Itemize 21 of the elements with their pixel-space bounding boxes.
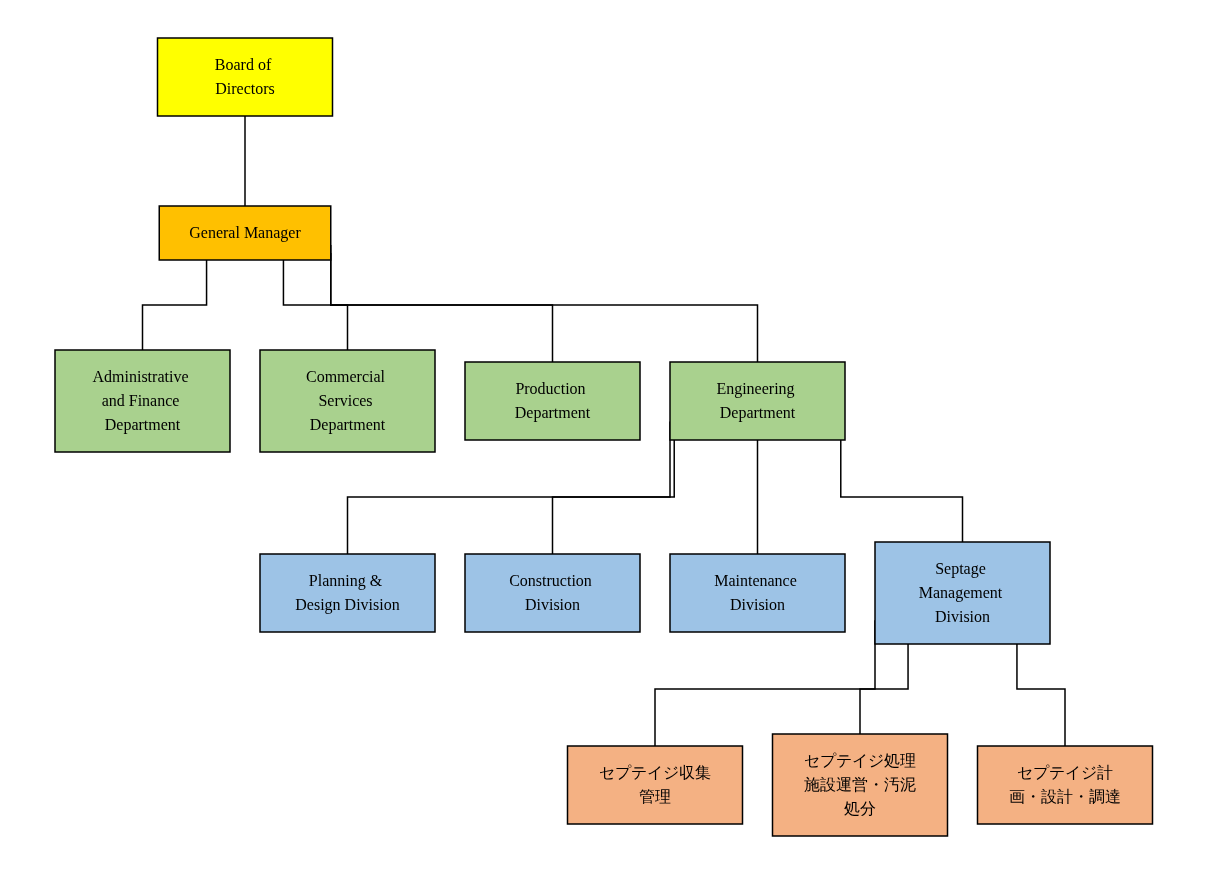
connector [840,439,964,543]
node-box: Board of Directors [157,37,334,117]
node-box: Septage Management Division [874,541,1051,645]
node-box: Engineering Department [669,361,846,441]
connector [282,259,349,351]
node-box: セプテイジ計画・設計・調達 [977,745,1154,825]
node-box: Construction Division [464,553,641,633]
connector [142,259,208,351]
node-box: セプテイジ収集管理 [567,745,744,825]
connector [859,643,910,735]
connector [244,115,246,207]
connector [552,439,676,555]
connector [1016,643,1066,747]
node-box: Planning & Design Division [259,553,436,633]
node-box: Production Department [464,361,641,441]
node-box: General Manager [158,205,332,261]
node-box: セプテイジ処理施設運営・汚泥処分 [772,733,949,837]
node-box: Administrative and Finance Department [54,349,231,453]
node-box: Commercial Services Department [259,349,436,453]
node-box: Maintenance Division [669,553,846,633]
connector [757,439,759,555]
